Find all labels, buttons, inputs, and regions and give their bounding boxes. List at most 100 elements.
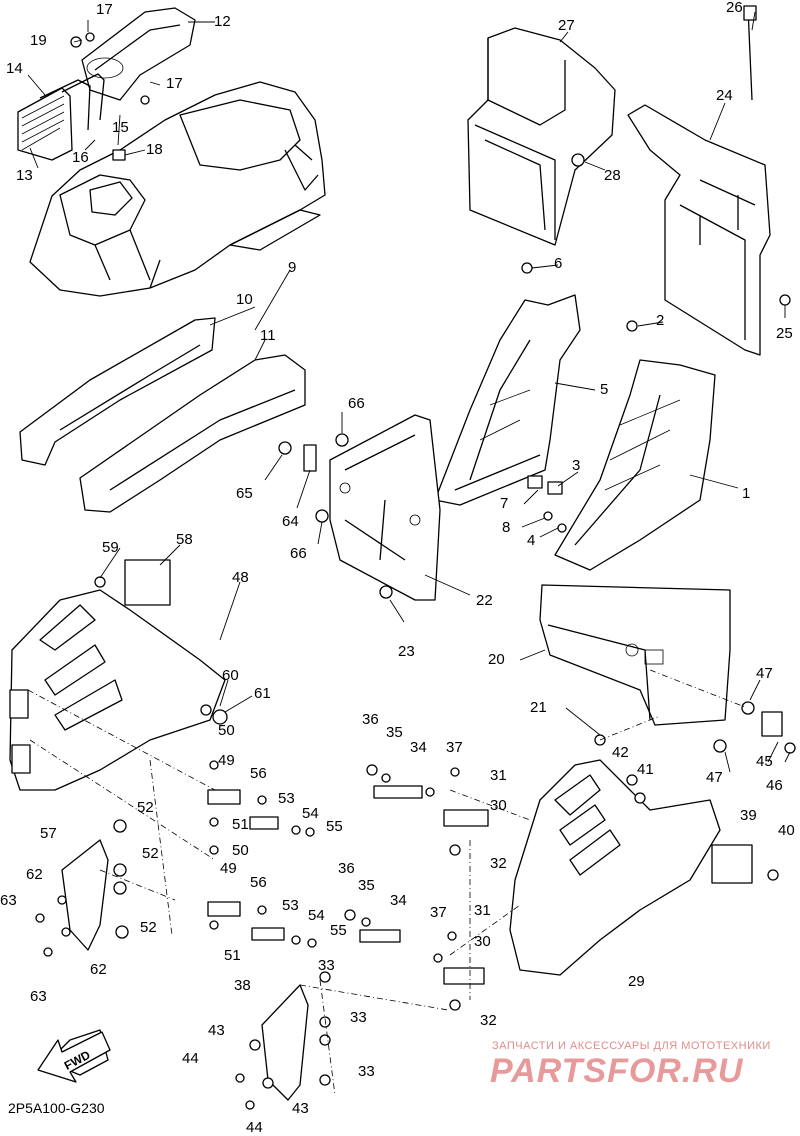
callout-40: 40 — [778, 822, 795, 839]
callout-63: 63 — [0, 892, 17, 909]
callout-34: 34 — [410, 739, 427, 756]
callout-44: 44 — [182, 1050, 199, 1067]
callout-44: 44 — [246, 1119, 263, 1136]
fwd-arrow: FWD — [37, 1031, 111, 1083]
callout-23: 23 — [398, 643, 415, 660]
callout-24: 24 — [716, 87, 733, 104]
hardware — [35, 32, 796, 1110]
callout-35: 35 — [386, 724, 403, 741]
callout-51: 51 — [224, 947, 241, 964]
callout-58: 58 — [176, 531, 193, 548]
callout-3: 3 — [572, 457, 580, 474]
callout-36: 36 — [362, 711, 379, 728]
watermark-caption: ЗАПЧАСТИ И АКСЕССУАРЫ ДЛЯ МОТОТЕХНИКИ — [492, 1040, 771, 1052]
callout-54: 54 — [308, 907, 325, 924]
callout-43: 43 — [208, 1022, 225, 1039]
callout-50: 50 — [218, 722, 235, 739]
liner-panels — [19, 317, 306, 513]
callout-63: 63 — [30, 988, 47, 1005]
callout-20: 20 — [488, 651, 505, 668]
callout-49: 49 — [218, 752, 235, 769]
callout-30: 30 — [490, 797, 507, 814]
tank-cover-assembly — [17, 7, 326, 297]
callout-53: 53 — [278, 790, 295, 807]
callout-65: 65 — [236, 485, 253, 502]
callout-33: 33 — [350, 1009, 367, 1026]
callout-47: 47 — [706, 769, 723, 786]
side-bracket — [627, 5, 771, 356]
callout-7: 7 — [500, 495, 508, 512]
callout-53: 53 — [282, 897, 299, 914]
callout-10: 10 — [236, 291, 253, 308]
callout-64: 64 — [282, 513, 299, 530]
callout-49: 49 — [220, 860, 237, 877]
callout-6: 6 — [554, 255, 562, 272]
callout-9: 9 — [288, 259, 296, 276]
callout-30: 30 — [474, 933, 491, 950]
callout-45: 45 — [756, 753, 773, 770]
right-side-cover — [509, 759, 753, 976]
callout-19: 19 — [30, 32, 47, 49]
callout-22: 22 — [476, 592, 493, 609]
callout-46: 46 — [766, 777, 783, 794]
callout-50: 50 — [232, 842, 249, 859]
callout-26: 26 — [726, 0, 743, 16]
callout-56: 56 — [250, 765, 267, 782]
callout-27: 27 — [558, 17, 575, 34]
callout-48: 48 — [232, 569, 249, 586]
callout-33: 33 — [358, 1063, 375, 1080]
callout-60: 60 — [222, 667, 239, 684]
callout-55: 55 — [326, 818, 343, 835]
callout-2: 2 — [656, 312, 664, 329]
callout-37: 37 — [446, 739, 463, 756]
callout-42: 42 — [612, 744, 629, 761]
callout-13: 13 — [16, 167, 33, 184]
callout-14: 14 — [6, 60, 23, 77]
callout-8: 8 — [502, 519, 510, 536]
callout-17: 17 — [96, 1, 113, 18]
callout-59: 59 — [102, 539, 119, 556]
callout-11: 11 — [260, 327, 276, 344]
callout-52: 52 — [137, 799, 154, 816]
callout-15: 15 — [112, 119, 129, 136]
left-side-cover — [9, 559, 226, 791]
callout-29: 29 — [628, 973, 645, 990]
callout-62: 62 — [90, 961, 107, 978]
callout-35: 35 — [358, 877, 375, 894]
callout-16: 16 — [72, 149, 89, 166]
callout-32: 32 — [480, 1012, 497, 1029]
callout-41: 41 — [637, 761, 654, 778]
battery-box — [467, 27, 616, 246]
callout-12: 12 — [214, 13, 231, 30]
alignment-lines — [27, 669, 746, 1096]
callout-54: 54 — [302, 805, 319, 822]
callout-4: 4 — [527, 532, 535, 549]
callout-56: 56 — [250, 874, 267, 891]
callout-28: 28 — [604, 167, 621, 184]
callout-57: 57 — [40, 825, 57, 842]
callout-38: 38 — [234, 977, 251, 994]
callout-1: 1 — [742, 485, 750, 502]
callout-39: 39 — [740, 807, 757, 824]
leader-lines — [27, 11, 791, 773]
callout-33: 33 — [318, 957, 335, 974]
callout-5: 5 — [600, 381, 608, 398]
callout-34: 34 — [390, 892, 407, 909]
callout-36: 36 — [338, 860, 355, 877]
callout-17: 17 — [166, 75, 183, 92]
callout-31: 31 — [490, 767, 507, 784]
callout-37: 37 — [430, 904, 447, 921]
callout-31: 31 — [474, 902, 491, 919]
side-panel-20 — [539, 584, 731, 726]
callout-61: 61 — [254, 685, 271, 702]
callout-47: 47 — [756, 665, 773, 682]
callout-32: 32 — [490, 855, 507, 872]
callout-25: 25 — [776, 325, 793, 342]
center-bracket — [329, 414, 441, 601]
diagram-code: 2P5A100-G230 — [8, 1100, 105, 1116]
callout-21: 21 — [530, 699, 547, 716]
callout-55: 55 — [330, 922, 347, 939]
callout-66: 66 — [348, 395, 365, 412]
